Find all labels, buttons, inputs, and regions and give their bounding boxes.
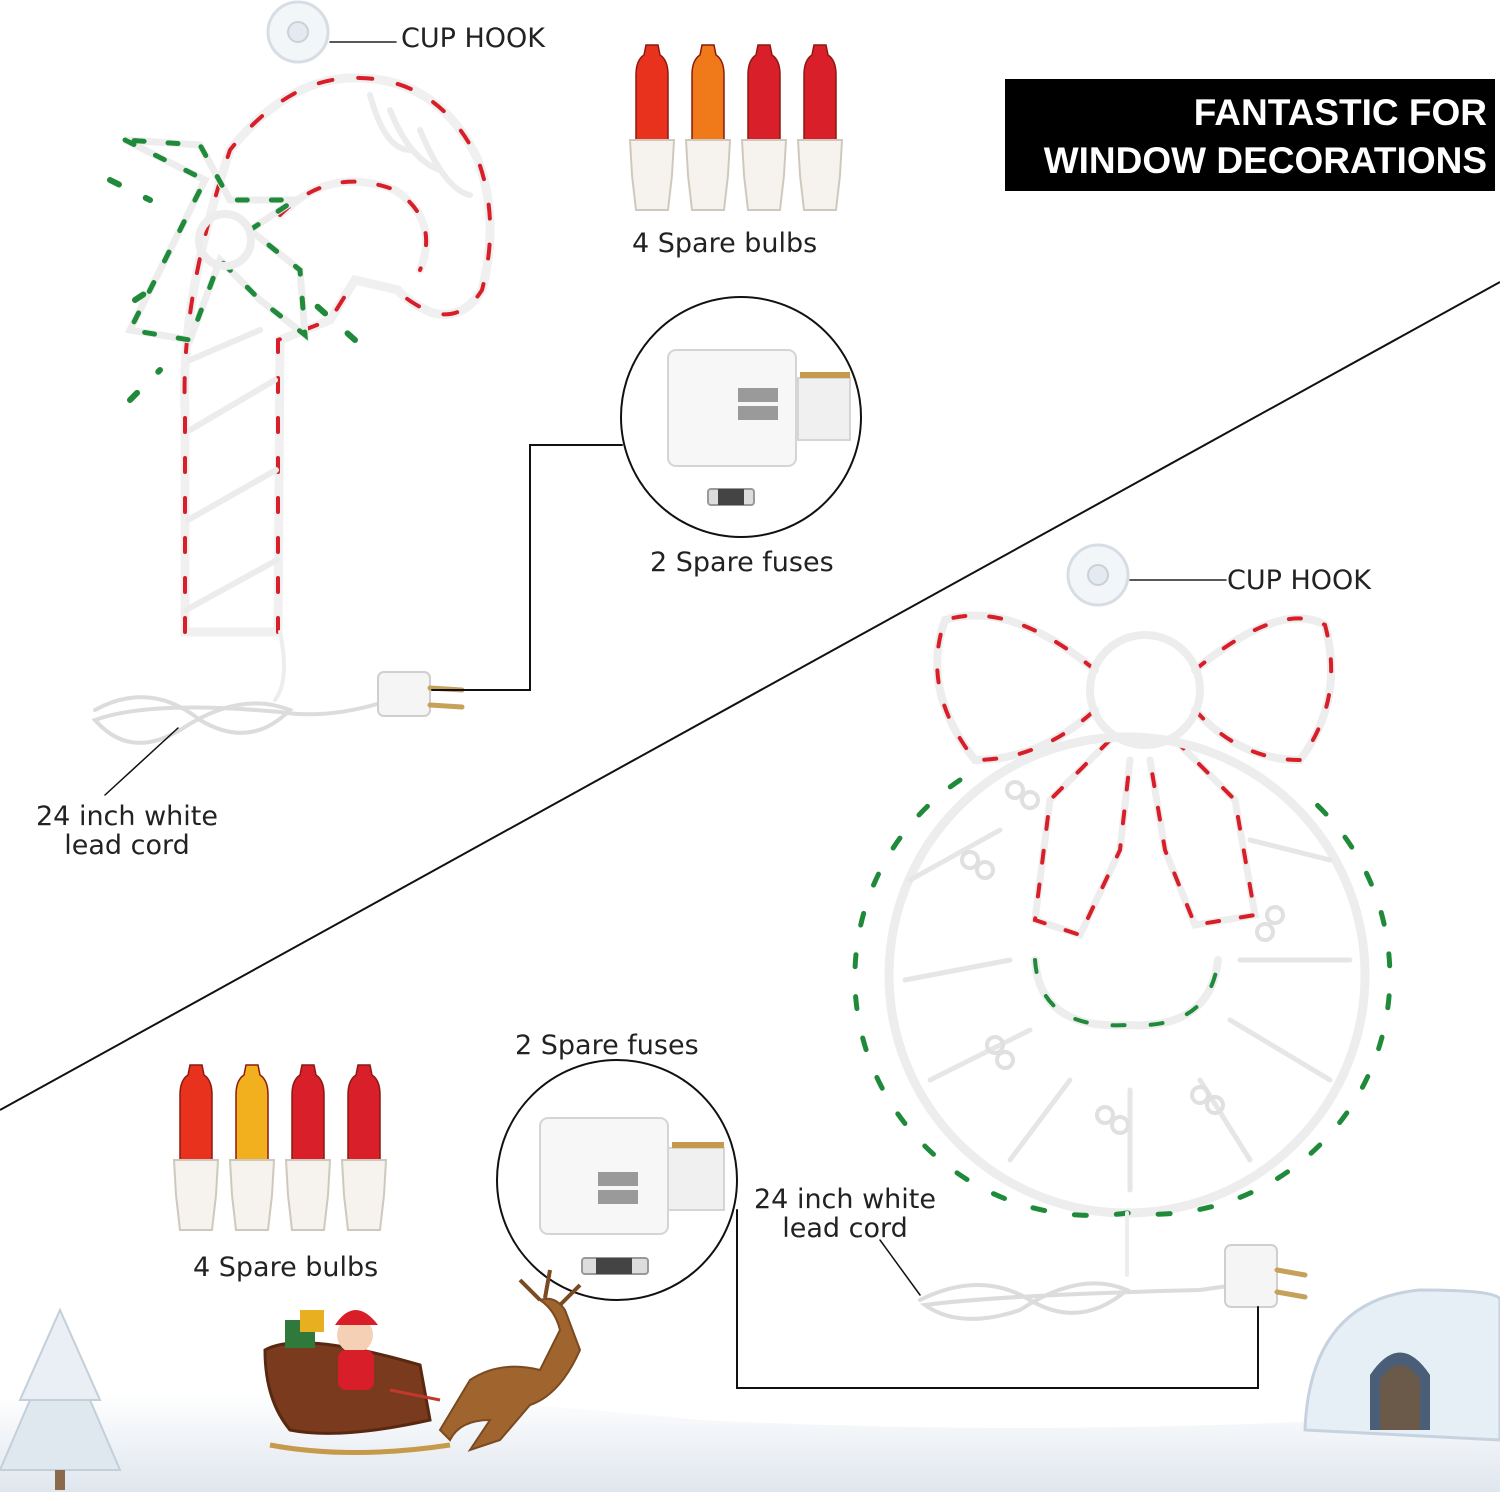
lead-cord-label-line-1: 24 inch white xyxy=(754,1184,936,1215)
lead-cord-label-line-1: 24 inch white xyxy=(36,801,218,832)
fuse-plug-closeup-top xyxy=(620,296,862,538)
spare-bulbs-label-bottom: 4 Spare bulbs xyxy=(193,1252,379,1283)
santa-sleigh-icon xyxy=(263,1310,451,1455)
spare-bulb-icon xyxy=(340,1064,388,1231)
diagonal-divider xyxy=(0,281,1500,1111)
spare-bulbs-bottom xyxy=(172,1064,388,1231)
lead-cord-label-line-2: lead cord xyxy=(64,830,190,861)
candy-cane-light xyxy=(91,0,623,796)
plug-icon xyxy=(1224,1244,1278,1308)
lead-cord-label-top: 24 inch white lead cord xyxy=(22,802,232,860)
reindeer-icon xyxy=(389,1269,582,1452)
spare-bulb-icon xyxy=(796,44,844,211)
cup-hook-label-top: CUP HOOK xyxy=(401,23,545,54)
fuse-plug-closeup-bottom xyxy=(496,1059,738,1301)
snowy-tree-icon xyxy=(0,1307,122,1490)
spare-bulb-icon xyxy=(284,1064,332,1231)
wreath-light xyxy=(736,543,1393,1389)
headline-line-2: WINDOW DECORATIONS xyxy=(1043,140,1487,181)
lead-cord-label-line-2: lead cord xyxy=(782,1213,908,1244)
igloo-icon xyxy=(1303,1288,1500,1442)
lead-cord-label-bottom: 24 inch white lead cord xyxy=(745,1185,945,1243)
spare-fuses-label-bottom: 2 Spare fuses xyxy=(515,1030,699,1061)
headline-banner: FANTASTIC FOR WINDOW DECORATIONS xyxy=(1005,79,1495,191)
spare-bulb-icon xyxy=(628,44,676,211)
spare-bulbs-label-top: 4 Spare bulbs xyxy=(632,228,818,259)
spare-fuses-label-top: 2 Spare fuses xyxy=(650,547,834,578)
cup-hook-label-bottom: CUP HOOK xyxy=(1227,565,1371,596)
spare-bulb-icon xyxy=(684,44,732,211)
spare-bulb-icon xyxy=(740,44,788,211)
spare-bulb-icon xyxy=(172,1064,220,1231)
winter-scene xyxy=(0,1269,1500,1492)
spare-bulbs-top xyxy=(628,44,844,211)
plug-icon xyxy=(377,671,431,717)
spare-bulb-icon xyxy=(228,1064,276,1231)
headline-line-1: FANTASTIC FOR xyxy=(1193,92,1487,133)
